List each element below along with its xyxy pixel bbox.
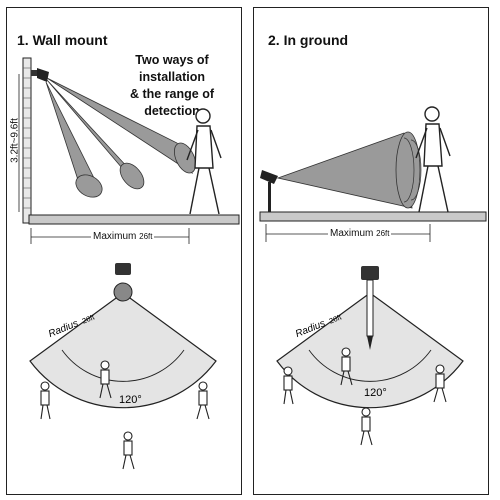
- wall-mount-panel: 1. Wall mount Two ways of installation &…: [6, 7, 242, 495]
- person-bottom: [360, 407, 373, 446]
- installation-note-line2: & the range of detection: [129, 87, 215, 118]
- walking-person: [186, 108, 222, 215]
- wall-bricks: [23, 67, 31, 209]
- installation-note: Two ways of installation & the range of …: [107, 52, 237, 120]
- fan-people: [40, 360, 210, 470]
- sensor-top-view: [361, 266, 379, 280]
- wall-sensor: [31, 68, 49, 82]
- height-range-label: 3.2ft~9.6ft: [9, 118, 21, 163]
- in-ground-panel: 2. In ground: [253, 7, 489, 495]
- installation-note-line1: Two ways of installation: [135, 53, 209, 84]
- in-ground-illustration: 120° Radius 26ft: [259, 106, 487, 446]
- detection-beams: [45, 77, 196, 198]
- wall-mount-title: 1. Wall mount: [17, 32, 108, 48]
- sensor-top-view: [115, 263, 131, 275]
- person-bottom: [122, 431, 135, 470]
- top-view-fan: 120° Radius 26ft: [29, 263, 217, 409]
- ground-strip: [28, 214, 240, 225]
- fan-people: [283, 347, 447, 446]
- angle-label: 120°: [119, 394, 142, 406]
- person-right: [196, 381, 210, 420]
- walking-person: [415, 106, 451, 213]
- wall-mount-illustration: 120° Radius 26ft: [18, 57, 240, 470]
- ground-strip: [259, 211, 487, 222]
- detection-beam: [276, 131, 422, 209]
- in-ground-title: 2. In ground: [268, 32, 349, 48]
- stake-top-view: [366, 279, 374, 337]
- person-inner: [340, 347, 353, 386]
- stake-sensor: [260, 170, 278, 212]
- person-left: [283, 366, 294, 405]
- person-left: [40, 381, 51, 420]
- wall: [22, 57, 32, 224]
- top-view-fan: 120° Radius 26ft: [276, 266, 464, 409]
- person-inner: [99, 360, 112, 399]
- max-distance-label: Maximum 26ft: [91, 231, 155, 242]
- person-right: [433, 364, 447, 403]
- max-distance-label: Maximum 26ft: [328, 228, 392, 239]
- angle-label: 120°: [364, 387, 387, 399]
- beam-short: [45, 81, 100, 189]
